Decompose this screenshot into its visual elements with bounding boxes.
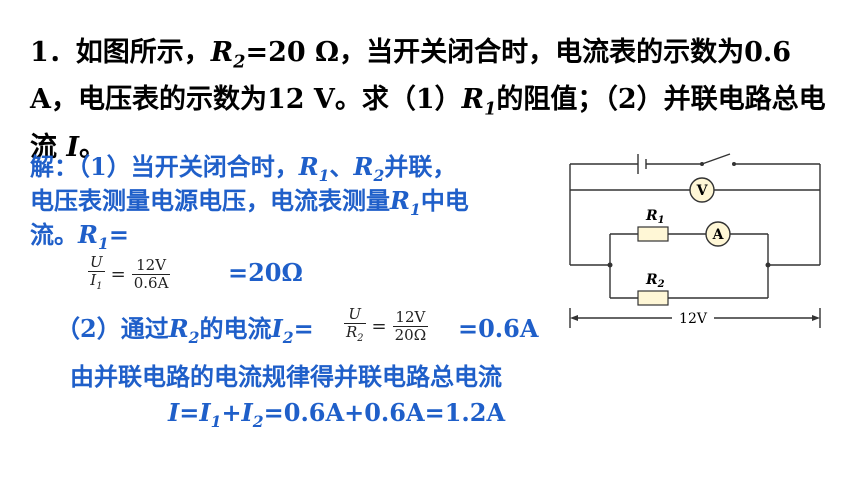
voltmeter-label: V: [696, 183, 709, 199]
switch-contact: [732, 162, 736, 166]
fraction-i2: U R2 = 12V 20Ω: [344, 305, 429, 344]
arrow-right-icon: [812, 315, 820, 321]
result-r1: =20Ω: [228, 258, 303, 287]
resistor-r1: [637, 226, 669, 242]
solution-line-4: （2）通过R2的电流I2=: [56, 314, 314, 347]
switch-pivot: [700, 162, 704, 166]
r2-symbol: R2: [210, 37, 246, 73]
ammeter-label: A: [712, 227, 725, 243]
solution-line-3: 流。R1=: [30, 220, 129, 253]
junction-right: [765, 262, 771, 268]
question-number: 1．: [30, 37, 76, 68]
solution-line-6: I=I1+I2=0.6A+0.6A=1.2A: [168, 398, 506, 431]
label-r2: R2: [645, 272, 665, 290]
ammeter-icon: [705, 221, 731, 247]
label-r1: R1: [645, 208, 665, 226]
voltmeter-icon: [689, 177, 715, 203]
switch-lever: [701, 153, 731, 165]
solution-line-5: 由并联电路的电流规律得并联电路总电流: [70, 362, 502, 391]
label-voltage: 12V: [679, 311, 708, 327]
fraction-r1: U I1 = 12V 0.6A: [88, 253, 171, 292]
i-symbol: I: [66, 131, 80, 163]
resistor-r2: [637, 290, 669, 306]
solution-line-2: 电压表测量电源电压，电流表测量R1中电: [30, 186, 469, 219]
r1-symbol: R1: [461, 84, 497, 120]
circuit-diagram: V A R1 R2 12V: [569, 153, 821, 328]
question-text: 1．如图所示，R2=20 Ω，当开关闭合时，电流表的示数为0.6 A，电压表的示…: [30, 37, 826, 163]
result-i2: =0.6A: [458, 314, 539, 343]
junction-left: [607, 262, 613, 268]
arrow-left-icon: [570, 315, 578, 321]
solution-line-1: 解：（1）当开关闭合时，R1、R2并联，: [30, 152, 457, 185]
